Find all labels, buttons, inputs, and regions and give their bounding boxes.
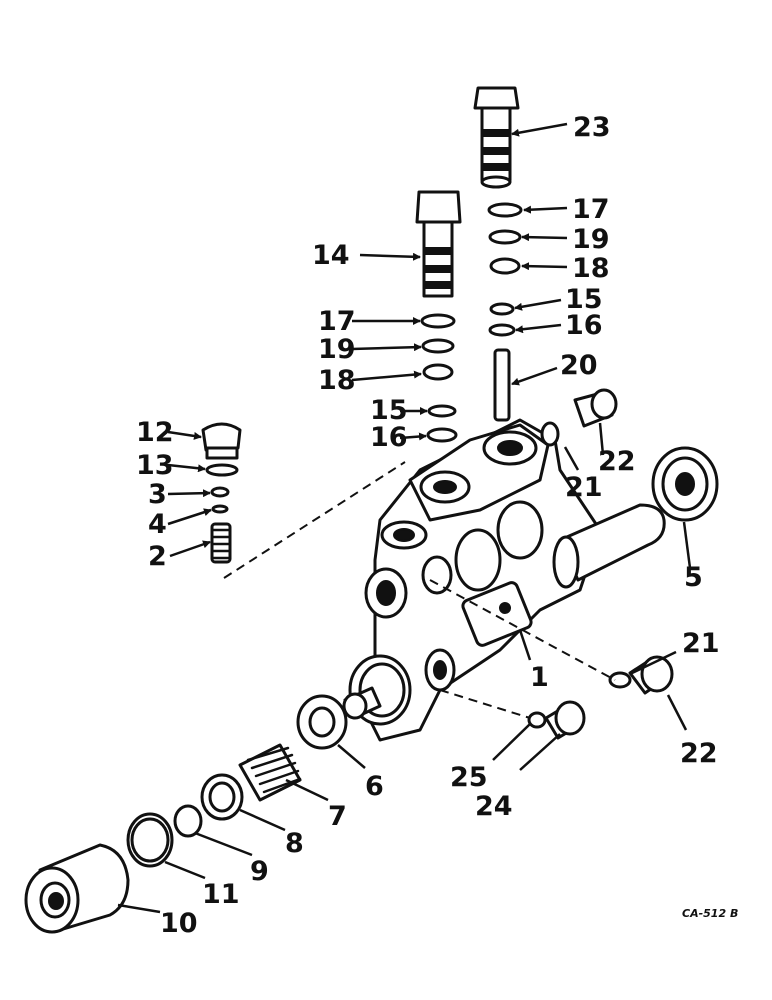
- plug-12-stack: [201, 422, 242, 564]
- o-rings: [420, 202, 523, 443]
- callout-5: 5: [684, 562, 703, 593]
- callout-23: 23: [573, 112, 611, 143]
- callout-24: 24: [475, 791, 513, 822]
- callout-17-left: 17: [318, 306, 356, 337]
- drawing-code: CA-512 B: [682, 907, 738, 920]
- callout-13: 13: [136, 450, 174, 481]
- callout-7: 7: [328, 801, 347, 832]
- callout-25: 25: [450, 762, 488, 793]
- dashed-assembly-lines: [223, 461, 616, 719]
- spool-parts: [24, 694, 348, 934]
- callout-labels: 23 17 19 18 15 16 20 14 17 19 18 15 16 1…: [136, 112, 738, 939]
- callout-16-right: 16: [565, 310, 603, 341]
- callout-12: 12: [136, 417, 174, 448]
- relief-valve-cartridge-23: [473, 86, 520, 189]
- callout-15-left: 15: [370, 395, 408, 426]
- callout-19-left: 19: [318, 334, 356, 365]
- valve-body: [342, 418, 666, 742]
- callout-1: 1: [530, 662, 549, 693]
- leader-arrows: [117, 122, 692, 914]
- callout-22-lower: 22: [680, 738, 718, 769]
- callout-18-left: 18: [318, 365, 356, 396]
- callout-10: 10: [160, 908, 198, 939]
- callout-22-upper: 22: [598, 446, 636, 477]
- callout-19-right: 19: [572, 224, 610, 255]
- callout-16-left: 16: [370, 422, 408, 453]
- valve-cartridge-14: [415, 190, 462, 298]
- callout-18-right: 18: [572, 253, 610, 284]
- callout-11: 11: [202, 879, 240, 910]
- callout-21-upper: 21: [565, 472, 603, 503]
- callout-17-right: 17: [572, 194, 610, 225]
- callout-20: 20: [560, 350, 598, 381]
- callout-3: 3: [148, 479, 167, 510]
- callout-8: 8: [285, 828, 304, 859]
- pin-20: [493, 348, 511, 422]
- callout-9: 9: [250, 856, 269, 887]
- callout-6: 6: [365, 771, 384, 802]
- callout-2: 2: [148, 541, 167, 572]
- callout-4: 4: [148, 509, 167, 540]
- plug-22-lower: [608, 655, 674, 695]
- plug-22-upper: [540, 388, 618, 447]
- plug-24: [527, 700, 586, 740]
- callout-21-lower: 21: [682, 628, 720, 659]
- seal-5: [651, 446, 719, 522]
- callout-15-right: 15: [565, 284, 603, 315]
- callout-14: 14: [312, 240, 350, 271]
